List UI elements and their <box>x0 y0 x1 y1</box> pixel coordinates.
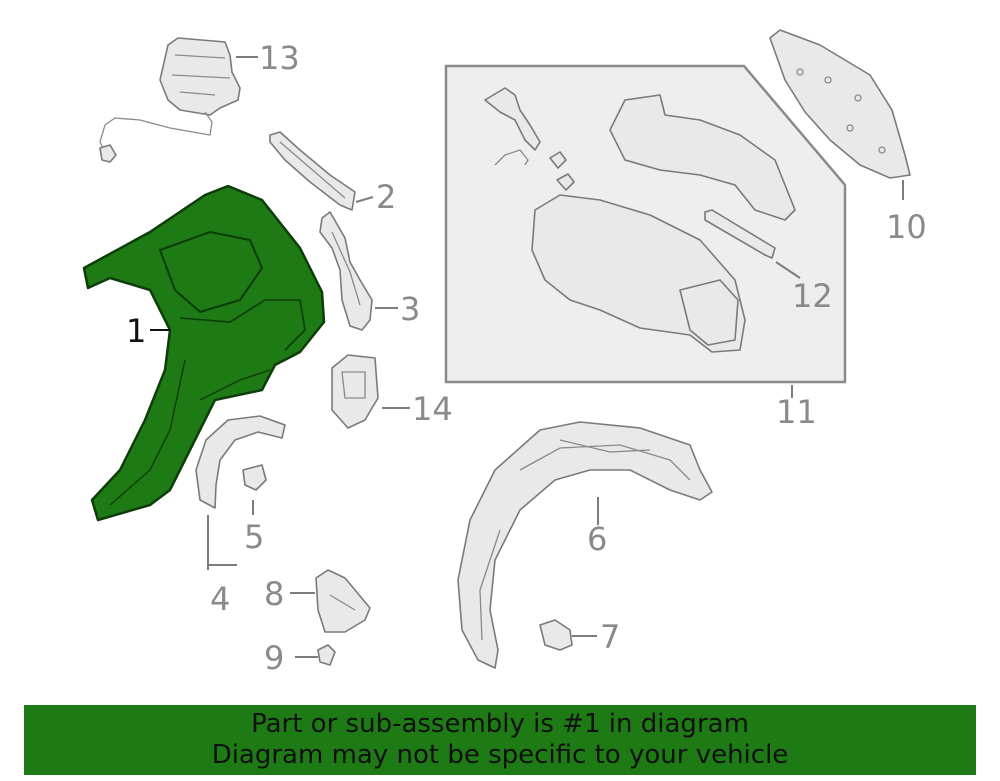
callout-8: 8 <box>264 575 284 613</box>
parts-diagram: 13 2 3 14 1 4 5 8 9 6 7 11 12 10 <box>82 29 927 677</box>
part-11-assembly-box[interactable] <box>444 64 847 384</box>
part-7-clip[interactable] <box>539 619 573 651</box>
callout-6: 6 <box>587 520 607 558</box>
callout-5: 5 <box>244 518 264 556</box>
callout-10: 10 <box>886 208 927 246</box>
part-14-bracket[interactable] <box>331 354 379 429</box>
callout-9: 9 <box>264 639 284 677</box>
callout-2: 2 <box>376 178 396 216</box>
part-6-wheelhouse-liner[interactable] <box>457 421 713 669</box>
part-8-bracket[interactable] <box>315 569 371 633</box>
leader-lines <box>150 56 904 658</box>
part-12-strip[interactable] <box>704 209 776 259</box>
part-10-panel[interactable] <box>769 29 911 179</box>
banner-line-2: Diagram may not be specific to your vehi… <box>211 740 789 770</box>
part-2-bracket[interactable] <box>269 131 356 211</box>
callout-4: 4 <box>210 580 230 618</box>
callout-13: 13 <box>259 39 300 77</box>
callout-11: 11 <box>776 393 817 431</box>
callout-1: 1 <box>126 312 146 350</box>
part-5-clip[interactable] <box>242 464 267 491</box>
banner-line-1: Part or sub-assembly is #1 in diagram <box>251 709 749 739</box>
info-banner: Part or sub-assembly is #1 in diagram Di… <box>24 705 976 775</box>
part-3-reinforcement[interactable] <box>319 211 373 331</box>
part-4-molding[interactable] <box>195 415 286 509</box>
part-9-bolt[interactable] <box>317 644 336 666</box>
callout-14: 14 <box>412 390 453 428</box>
callout-12: 12 <box>792 277 833 315</box>
part-13-module[interactable] <box>99 37 241 163</box>
callout-3: 3 <box>400 290 420 328</box>
callout-7: 7 <box>600 618 620 656</box>
